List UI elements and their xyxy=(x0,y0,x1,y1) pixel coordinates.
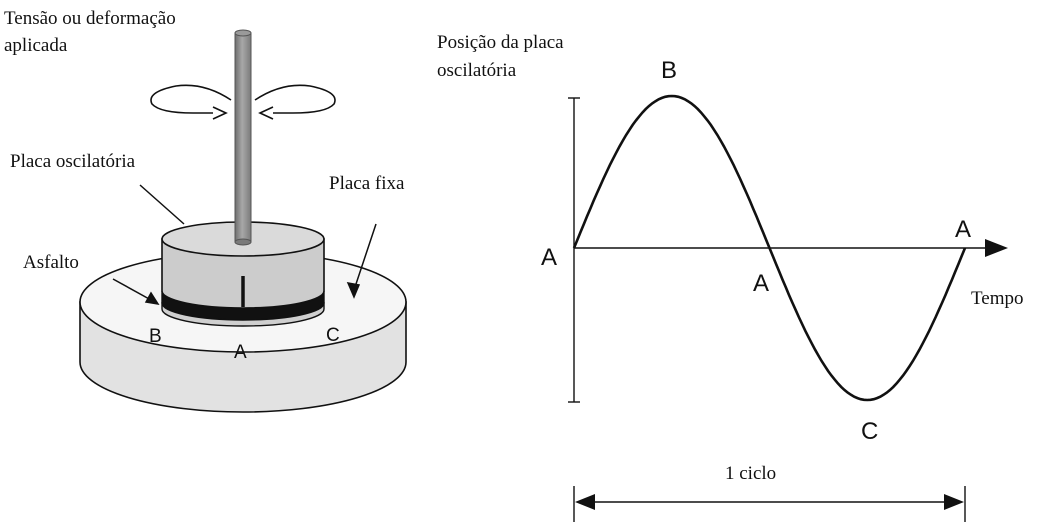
wave-xlabel: Tempo xyxy=(971,288,1024,309)
oscillating-plate-label: Placa oscilatória xyxy=(10,151,136,172)
cycle-label: 1 ciclo xyxy=(725,463,776,484)
point-c-label: C xyxy=(326,325,340,346)
rod xyxy=(234,29,252,246)
wave-trough-label: C xyxy=(861,418,878,445)
time-axis xyxy=(574,239,1008,257)
wave-end-label: A xyxy=(955,216,971,243)
asphalt-arrowhead-icon xyxy=(144,291,160,306)
fixed-plate-arrowhead-icon xyxy=(346,282,361,299)
applied-label-line1: Tensão ou deformação xyxy=(4,8,176,29)
asphalt-arrow xyxy=(112,278,152,301)
wave-ylabel-line2: oscilatória xyxy=(437,60,517,81)
oscillating-plate-pointer xyxy=(139,184,185,225)
wave-ylabel-line1: Posição da placa xyxy=(437,32,564,53)
asphalt-label: Asfalto xyxy=(23,252,79,273)
sine-curve xyxy=(572,94,967,402)
applied-label-line2: aplicada xyxy=(4,35,68,56)
rotation-arrows-icon xyxy=(150,84,336,120)
fixed-plate-label: Placa fixa xyxy=(329,173,405,194)
cycle-dimension: 1 ciclo xyxy=(573,463,966,522)
time-axis-arrowhead-icon xyxy=(985,239,1008,257)
point-a-label: A xyxy=(234,342,247,363)
cycle-right-arrowhead-icon xyxy=(944,494,964,510)
amplitude-axis xyxy=(568,97,580,403)
wave-mid-label: A xyxy=(753,270,769,297)
wave-start-label: A xyxy=(541,244,557,271)
waveform: Posição da placa oscilatória B C A A A T… xyxy=(437,32,1024,522)
fixed-plate-arrow xyxy=(353,223,377,291)
cycle-left-arrowhead-icon xyxy=(575,494,595,510)
point-b-label: B xyxy=(149,326,162,347)
pointer-lines xyxy=(112,184,377,306)
apparatus: Tensão ou deformação aplicada Placa osci… xyxy=(4,8,407,413)
wave-peak-label: B xyxy=(661,57,677,84)
